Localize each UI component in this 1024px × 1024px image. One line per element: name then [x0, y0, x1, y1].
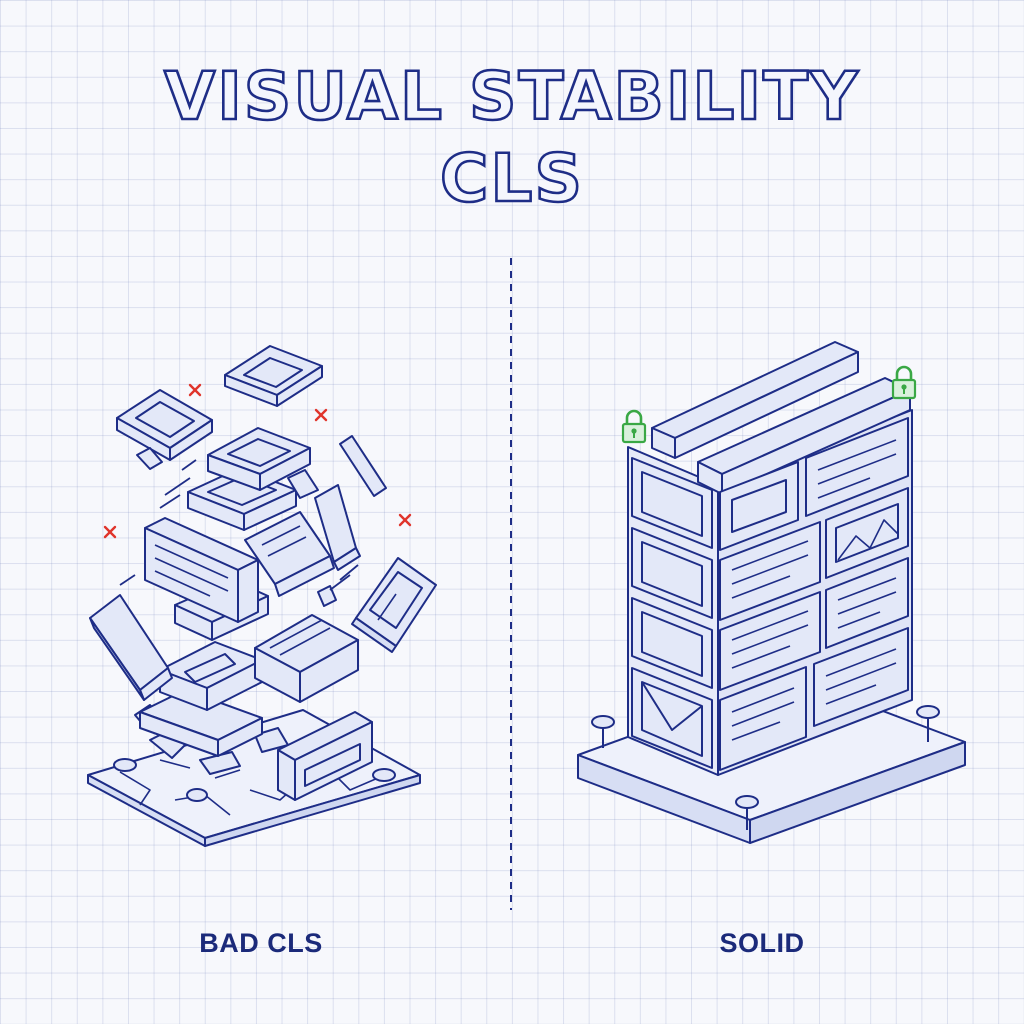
- tilted-text-card: [244, 511, 335, 597]
- center-block-right: [254, 614, 359, 703]
- stacked-frame-1: [207, 427, 311, 491]
- top-slab-back: [651, 341, 859, 459]
- text-panel-left: [144, 517, 259, 623]
- floating-frame-top: [224, 345, 323, 407]
- flying-chips: [136, 435, 387, 607]
- falling-card-right: [351, 557, 437, 653]
- caption-solid: SOLID: [719, 928, 805, 958]
- x-icon: [188, 383, 202, 397]
- tilted-slab: [89, 594, 173, 701]
- motion-lines: [119, 459, 359, 591]
- page-title: VISUAL STABILITY: [163, 57, 860, 137]
- stacked-block-mid: [159, 641, 263, 711]
- padlock-icon: [621, 409, 647, 444]
- padlock-icon: [891, 365, 917, 400]
- x-icon: [314, 408, 328, 422]
- right-face-tiles: [719, 417, 909, 771]
- top-slab-front: [697, 377, 911, 495]
- bad-cls-illustration: [87, 345, 437, 847]
- fallen-card: [277, 711, 373, 801]
- left-face-tiles: [631, 457, 713, 769]
- caption-bad-cls: BAD CLS: [199, 928, 323, 958]
- solid-illustration: [577, 341, 966, 844]
- stacked-block-low: [139, 689, 263, 757]
- page-subtitle: CLS: [439, 139, 585, 219]
- x-icon: [398, 513, 412, 527]
- x-icon: [103, 525, 117, 539]
- base-bolts: [591, 705, 940, 830]
- vertical-slab: [314, 484, 361, 571]
- floating-frame-left: [116, 389, 213, 461]
